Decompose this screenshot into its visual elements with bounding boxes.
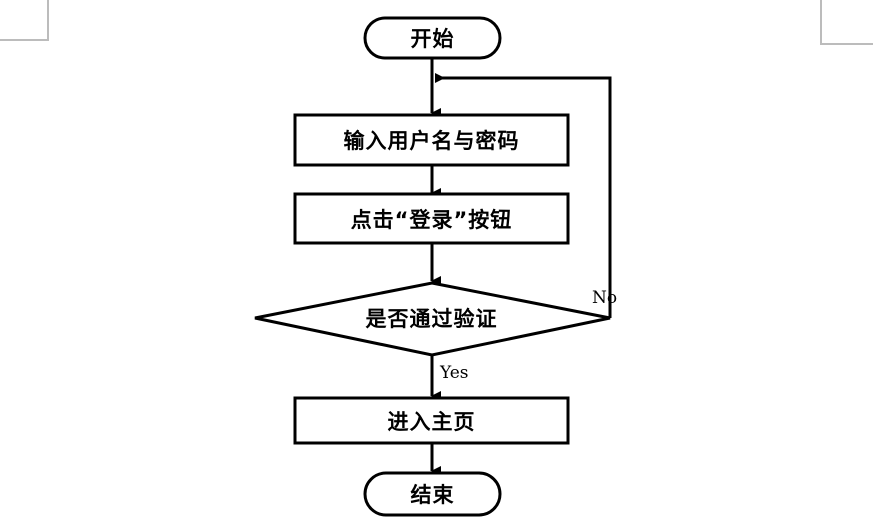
node-start-shape	[363, 16, 502, 60]
edge-decision-no-loop	[435, 73, 612, 318]
edge-label-yes: Yes	[440, 363, 469, 383]
node-input-shape	[293, 113, 570, 167]
node-click-shape	[293, 192, 570, 245]
edge-label-no: No	[592, 288, 618, 308]
node-end-shape	[363, 471, 502, 517]
crop-mark-top-right	[820, 0, 873, 45]
node-home-shape	[293, 396, 570, 445]
crop-mark-top-left	[0, 0, 49, 41]
node-decision-shape	[254, 281, 611, 357]
